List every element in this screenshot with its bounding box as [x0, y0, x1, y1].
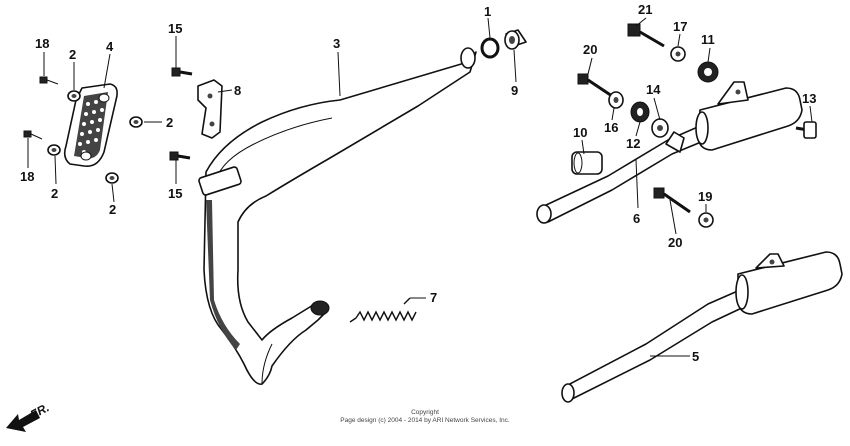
callout-13: 13: [802, 91, 816, 106]
leader-lines: [27, 17, 813, 357]
washer-16: [608, 91, 624, 109]
bolt-20-upper: [577, 73, 613, 98]
callout-2-b: 2: [166, 115, 173, 130]
callout-18-a: 18: [35, 36, 49, 51]
callout-7: 7: [430, 290, 437, 305]
exhaust-expansion-chamber: [198, 47, 477, 385]
callout-18-b: 18: [20, 169, 34, 184]
exhaust-joint-collar-9: [504, 29, 527, 50]
callout-2-c: 2: [51, 186, 58, 201]
bolt-15-lower: [169, 151, 191, 161]
heat-shield-plate: [63, 83, 118, 168]
rubber-collar-10: [571, 151, 603, 175]
washer-2-d: [105, 172, 119, 184]
callout-11: 11: [701, 32, 715, 47]
callout-20-a: 20: [583, 42, 597, 57]
callout-2-a: 2: [69, 47, 76, 62]
callout-17: 17: [673, 19, 687, 34]
bolt-18-lower: [23, 130, 43, 140]
flange-nut-11: [697, 61, 719, 83]
callout-15-b: 15: [168, 186, 182, 201]
washer-19: [698, 212, 714, 228]
collar-14: [651, 118, 669, 138]
washer-2-c: [47, 144, 61, 156]
washer-2-a: [67, 90, 81, 102]
copyright-notice: Copyright Page design (c) 2004 - 2014 by…: [0, 409, 850, 424]
callout-16: 16: [604, 120, 618, 135]
callout-15-a: 15: [168, 21, 182, 36]
callout-5: 5: [692, 349, 699, 364]
callout-8: 8: [234, 83, 241, 98]
muffler-with-tailpipe-6: [536, 81, 803, 224]
mounting-bracket-8: [197, 79, 223, 139]
callout-labels: 1 2 2 2 2 3 4 5 6 7 8 9 10 11 12 13 14 1…: [20, 2, 816, 364]
callout-3: 3: [333, 36, 340, 51]
callout-10: 10: [573, 125, 587, 140]
callout-21: 21: [638, 2, 652, 17]
callout-4: 4: [106, 39, 114, 54]
washer-2-b: [129, 116, 143, 128]
bolt-15-upper: [171, 67, 193, 77]
bolt-18-upper: [39, 76, 59, 85]
washer-17: [670, 46, 686, 62]
callout-20-b: 20: [668, 235, 682, 250]
copyright-line-1: Copyright: [411, 409, 439, 416]
callout-1: 1: [484, 4, 491, 19]
bolt-20-lower: [653, 187, 691, 214]
callout-19: 19: [698, 189, 712, 204]
bolt-21: [627, 23, 665, 48]
callout-14: 14: [646, 82, 661, 97]
o-ring-gasket-1: [480, 37, 500, 59]
callout-2-d: 2: [109, 202, 116, 217]
grommet-12: [630, 101, 650, 123]
callout-6: 6: [633, 211, 640, 226]
front-direction-arrow-icon: [6, 410, 40, 432]
exhaust-spring-7: [349, 297, 417, 323]
copyright-line-2: Page design (c) 2004 - 2014 by ARI Netwo…: [340, 416, 510, 424]
callout-9: 9: [511, 83, 518, 98]
muffler-5: [561, 251, 843, 403]
callout-12: 12: [626, 136, 640, 151]
bolt-13: [795, 121, 817, 139]
